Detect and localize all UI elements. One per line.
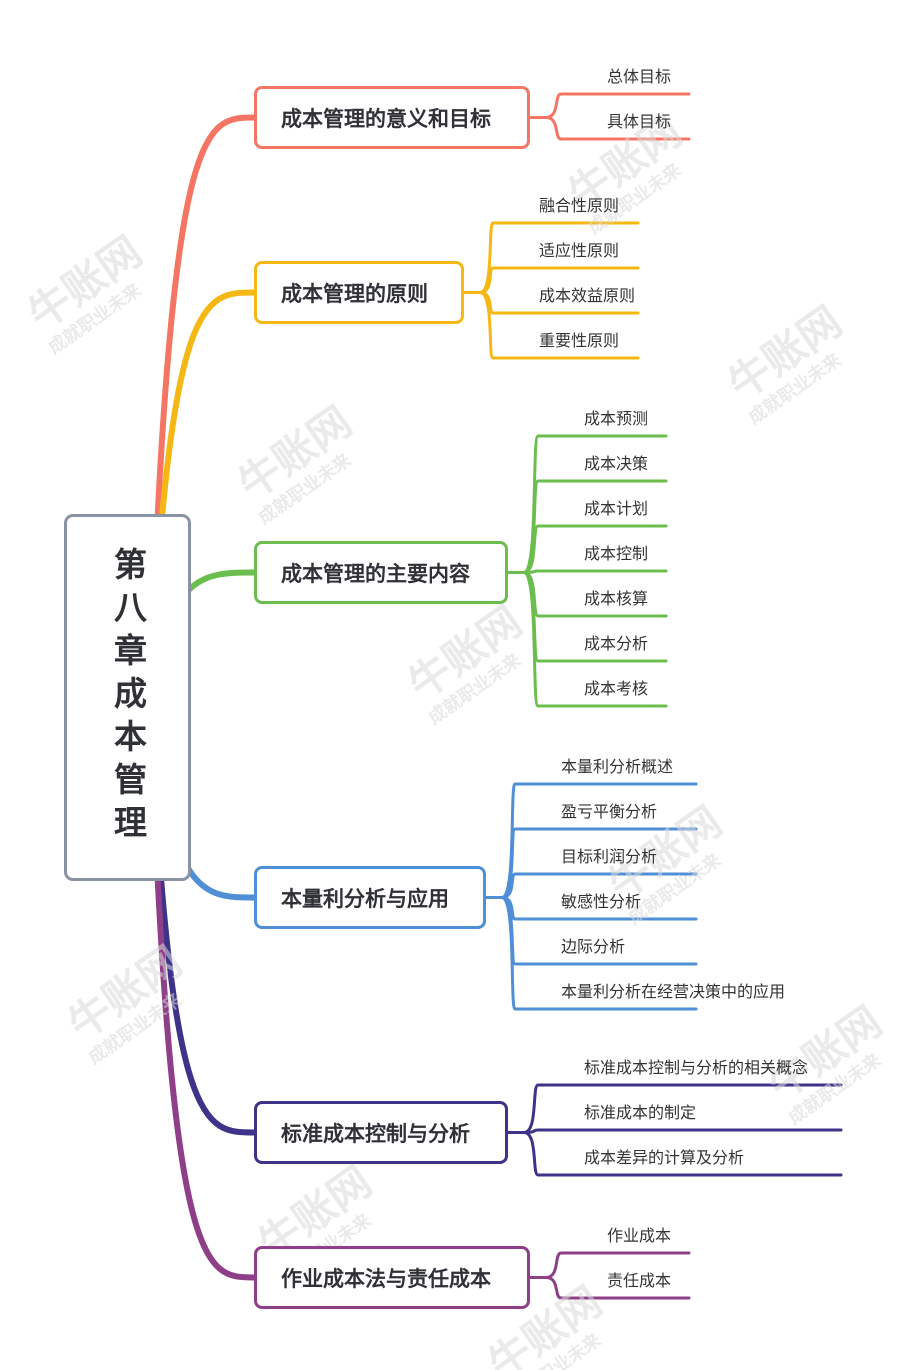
branch-node-5[interactable]: 标准成本控制与分析 bbox=[254, 1101, 508, 1164]
leaf-node[interactable]: 成本控制 bbox=[584, 544, 649, 563]
leaf-edge-2-4 bbox=[478, 291, 640, 360]
root-node[interactable]: 第八章成本管理 bbox=[64, 514, 191, 881]
leaf-edge-5-2 bbox=[522, 1128, 843, 1134]
leaf-edge-3-3 bbox=[522, 524, 668, 574]
leaf-edge-1-2 bbox=[544, 116, 691, 141]
leaf-node[interactable]: 标准成本控制与分析的相关概念 bbox=[584, 1058, 809, 1077]
leaf-node[interactable]: 具体目标 bbox=[607, 112, 672, 131]
leaf-edge-5-1 bbox=[522, 1083, 843, 1134]
leaf-edge-2-1 bbox=[478, 221, 640, 294]
root-edge-6 bbox=[147, 694, 257, 1281]
leaf-node[interactable]: 成本分析 bbox=[584, 634, 649, 653]
branch-node-1[interactable]: 成本管理的意义和目标 bbox=[254, 86, 530, 149]
leaf-node[interactable]: 本量利分析概述 bbox=[561, 757, 674, 776]
leaf-node[interactable]: 成本计划 bbox=[584, 499, 649, 518]
leaf-node[interactable]: 成本核算 bbox=[584, 589, 649, 608]
branch-label: 本量利分析与应用 bbox=[281, 886, 449, 911]
leaf-node[interactable]: 标准成本的制定 bbox=[584, 1103, 697, 1122]
leaf-node[interactable]: 成本差异的计算及分析 bbox=[584, 1148, 745, 1167]
branch-node-2[interactable]: 成本管理的原则 bbox=[254, 261, 464, 324]
leaf-node[interactable]: 适应性原则 bbox=[539, 241, 620, 260]
leaf-node[interactable]: 敏感性分析 bbox=[561, 892, 642, 911]
branch-label: 成本管理的意义和目标 bbox=[281, 106, 491, 131]
leaf-node[interactable]: 盈亏平衡分析 bbox=[561, 802, 658, 821]
leaf-edge-4-6 bbox=[500, 896, 698, 1011]
leaf-edge-3-4 bbox=[522, 569, 668, 574]
branch-label: 作业成本法与责任成本 bbox=[281, 1266, 491, 1291]
leaf-edge-3-7 bbox=[522, 571, 668, 708]
root-title: 第八章成本管理 bbox=[108, 547, 148, 848]
leaf-node[interactable]: 成本决策 bbox=[584, 454, 649, 473]
branch-label: 成本管理的原则 bbox=[281, 281, 428, 306]
branch-label: 成本管理的主要内容 bbox=[281, 561, 470, 586]
leaf-edge-4-2 bbox=[500, 827, 698, 899]
leaf-node[interactable]: 成本预测 bbox=[584, 409, 649, 428]
leaf-node[interactable]: 成本效益原则 bbox=[539, 286, 636, 305]
branch-node-4[interactable]: 本量利分析与应用 bbox=[254, 866, 486, 929]
branch-node-3[interactable]: 成本管理的主要内容 bbox=[254, 541, 508, 604]
leaf-node[interactable]: 边际分析 bbox=[561, 937, 626, 956]
leaf-node[interactable]: 作业成本 bbox=[607, 1226, 672, 1245]
leaf-node[interactable]: 成本考核 bbox=[584, 679, 649, 698]
leaf-node[interactable]: 总体目标 bbox=[607, 67, 672, 86]
leaf-node[interactable]: 责任成本 bbox=[607, 1271, 672, 1290]
root-edge-1 bbox=[147, 114, 257, 700]
leaf-edge-6-2 bbox=[544, 1276, 691, 1300]
leaf-edge-5-3 bbox=[522, 1131, 843, 1177]
leaf-node[interactable]: 融合性原则 bbox=[539, 196, 620, 215]
branch-label: 标准成本控制与分析 bbox=[281, 1121, 470, 1146]
leaf-node[interactable]: 目标利润分析 bbox=[561, 847, 658, 866]
leaf-node[interactable]: 本量利分析在经营决策中的应用 bbox=[561, 982, 786, 1001]
leaf-node[interactable]: 重要性原则 bbox=[539, 331, 620, 350]
branch-node-6[interactable]: 作业成本法与责任成本 bbox=[254, 1246, 530, 1309]
